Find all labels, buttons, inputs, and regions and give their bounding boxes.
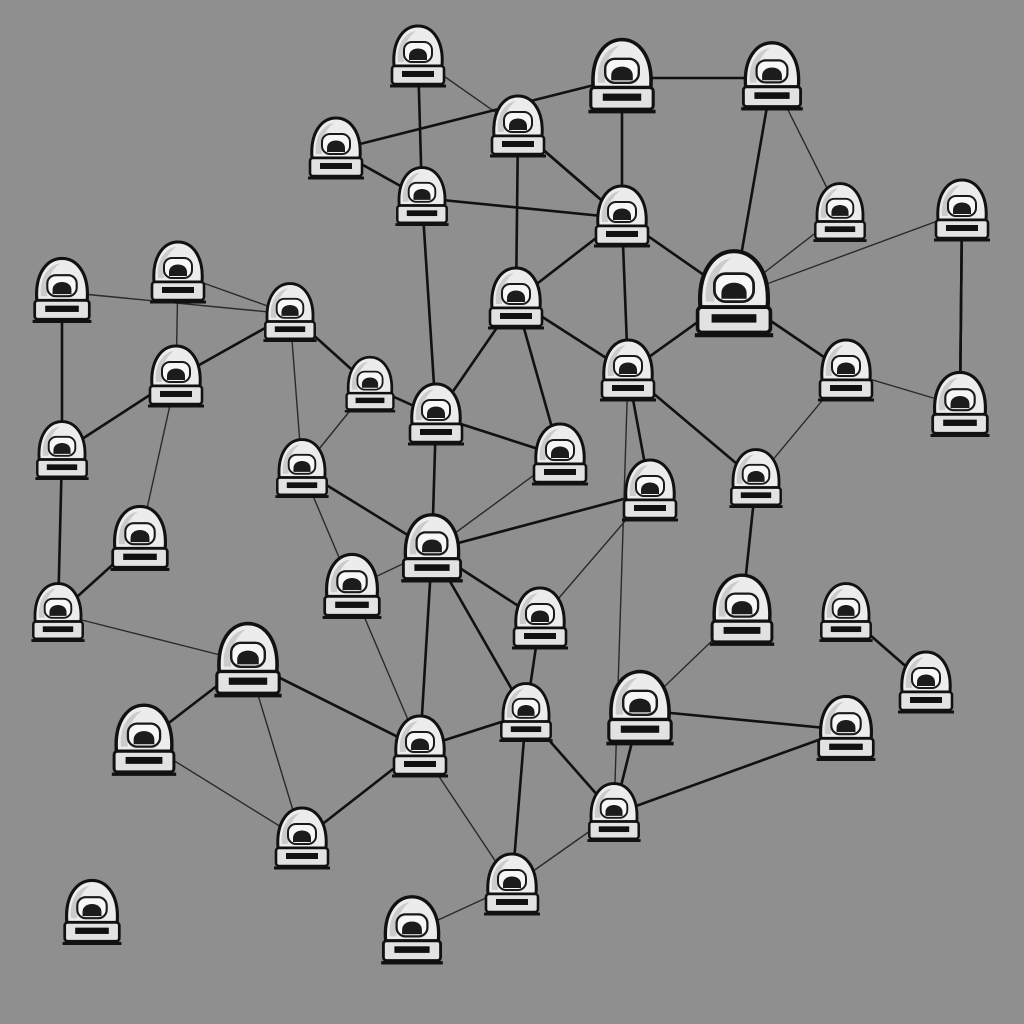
network-node-icon — [110, 504, 170, 571]
network-node-icon — [819, 582, 873, 643]
network-node-icon — [488, 266, 544, 330]
network-node-icon — [622, 458, 678, 522]
network-node-icon — [150, 240, 206, 304]
connection-line — [420, 196, 438, 418]
network-node-icon — [263, 282, 317, 343]
network-node-icon — [395, 166, 449, 227]
network-node-icon — [606, 669, 674, 746]
network-node-icon — [490, 94, 546, 158]
network-node-icon — [741, 41, 803, 111]
connection-line — [334, 76, 624, 152]
network-node-icon — [111, 703, 177, 776]
connection-line — [733, 211, 963, 297]
network-node-icon — [898, 650, 954, 714]
network-node-icon — [930, 370, 990, 437]
network-node-icon — [62, 878, 122, 945]
network-node-icon — [390, 24, 446, 88]
network-node-icon — [31, 582, 85, 643]
network-node-icon — [322, 552, 382, 619]
network-node-icon — [600, 338, 656, 402]
network-node-icon — [512, 586, 568, 650]
network-node-icon — [381, 895, 443, 965]
connection-line — [612, 728, 848, 816]
node-layer — [31, 24, 990, 965]
network-node-icon — [274, 806, 330, 870]
network-node-icon — [214, 621, 282, 698]
network-node-icon — [401, 513, 463, 583]
network-node-icon — [392, 714, 448, 778]
network-node-icon — [816, 694, 876, 761]
connection-line — [430, 490, 652, 552]
network-node-icon — [32, 256, 92, 323]
connection-line — [57, 613, 249, 663]
network-node-icon — [813, 182, 867, 243]
network-node-icon — [934, 178, 990, 242]
network-node-icon — [408, 382, 464, 446]
network-node-icon — [308, 116, 364, 180]
network-node-icon — [148, 344, 204, 408]
network-node-icon — [694, 249, 774, 338]
network-node-icon — [709, 573, 775, 646]
network-node-icon — [587, 782, 641, 843]
network-node-icon — [484, 852, 540, 916]
network-node-icon — [594, 184, 650, 248]
network-node-icon — [275, 438, 329, 499]
connection-line — [420, 196, 624, 220]
network-node-icon — [35, 420, 89, 481]
network-node-icon — [532, 422, 588, 486]
network-node-icon — [499, 682, 553, 743]
network-node-icon — [344, 355, 396, 413]
network-node-icon — [729, 448, 783, 509]
connection-line — [613, 371, 629, 815]
network-node-icon — [818, 338, 874, 402]
connection-line — [638, 708, 848, 732]
network-node-icon — [588, 37, 656, 114]
